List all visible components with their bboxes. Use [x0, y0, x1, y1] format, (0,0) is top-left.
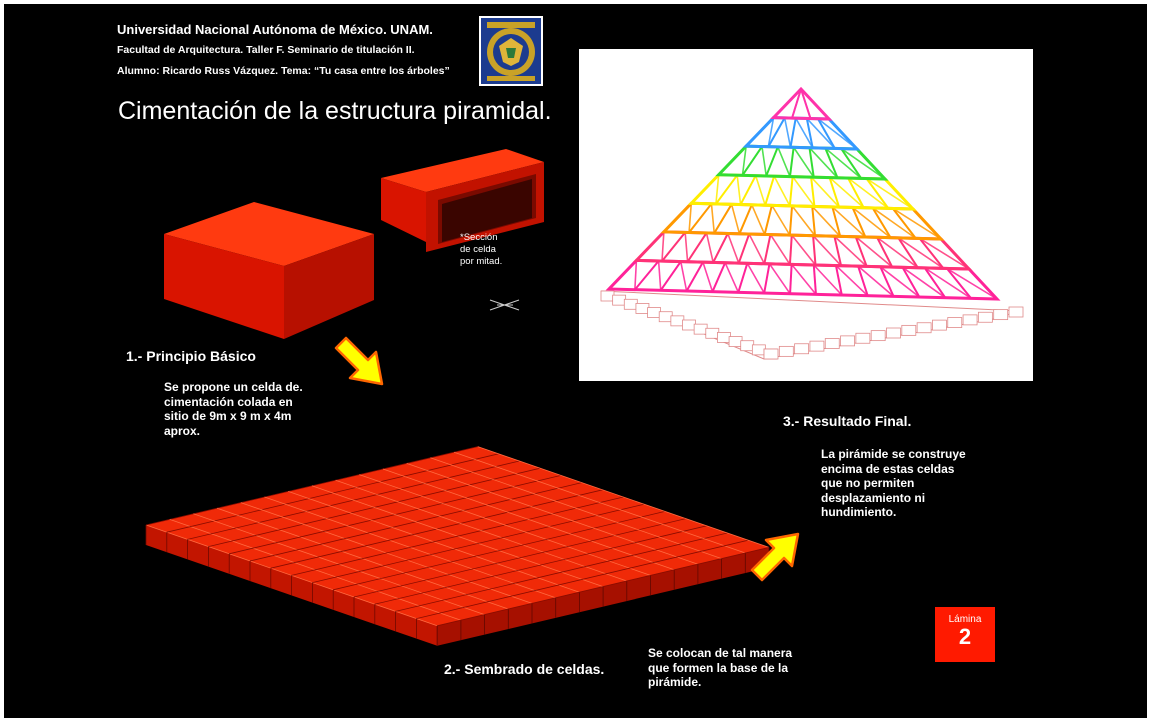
- sheet-badge: Lámina 2: [935, 607, 995, 662]
- grid-line: [374, 525, 707, 605]
- faculty-line: Facultad de Arquitectura. Taller F. Semi…: [117, 44, 415, 56]
- pyramid-band: [770, 86, 833, 121]
- pyramid-illustration: [600, 86, 1024, 360]
- unam-seal-logo: [479, 16, 543, 86]
- arrow-up-right-icon: [750, 532, 800, 582]
- pyramid-band: [605, 258, 1001, 301]
- arrow-down-right-icon: [334, 336, 384, 386]
- grid-line: [333, 511, 666, 591]
- grid-line: [430, 457, 722, 559]
- grid-line: [145, 446, 478, 526]
- half-section-cell: [381, 149, 544, 252]
- basic-cell-box: [164, 202, 374, 339]
- grid-line: [437, 547, 770, 627]
- grid-line: [335, 479, 627, 582]
- grid-line: [453, 451, 746, 554]
- step1-text: Se propone un celda de. cimentación cola…: [164, 380, 303, 438]
- pyramid-band: [715, 144, 889, 181]
- pyramid-photo: [579, 49, 1033, 381]
- sheet-label: Lámina: [948, 614, 982, 625]
- grid-line: [416, 539, 749, 619]
- slide: Universidad Nacional Autónoma de México.…: [4, 4, 1147, 718]
- university-title: Universidad Nacional Autónoma de México.…: [117, 22, 433, 37]
- step2-text: Se colocan de tal manera que formen la b…: [648, 646, 793, 689]
- grid-line: [382, 468, 675, 571]
- step3-title: 3.- Resultado Final.: [783, 413, 912, 429]
- grid-line: [406, 463, 699, 565]
- step3-text: La pirámide se construye encima de estas…: [821, 447, 966, 519]
- cell-grid-foundation: [145, 446, 770, 646]
- grid-line: [291, 496, 624, 576]
- pyramid-band: [632, 230, 973, 271]
- step2-title: 2.- Sembrado de celdas.: [444, 661, 605, 677]
- page-title: Cimentación de la estructura piramidal.: [118, 97, 552, 125]
- section-note: *Sección de celda por mitad.: [460, 232, 503, 267]
- grid-line: [477, 446, 770, 548]
- pyramid-band: [742, 116, 861, 151]
- pyramid-base-cells: [600, 290, 1024, 360]
- grid-line: [395, 532, 728, 612]
- student-line: Alumno: Ricardo Russ Vázquez. Tema: “Tu …: [117, 65, 450, 77]
- grid-line: [312, 503, 645, 583]
- step1-title: 1.- Principio Básico: [126, 348, 256, 364]
- sheet-number: 2: [958, 624, 972, 649]
- cross-mark-icon: [489, 299, 520, 311]
- grid-line: [353, 518, 686, 598]
- pyramid-band: [660, 201, 945, 241]
- grid-line: [359, 474, 651, 576]
